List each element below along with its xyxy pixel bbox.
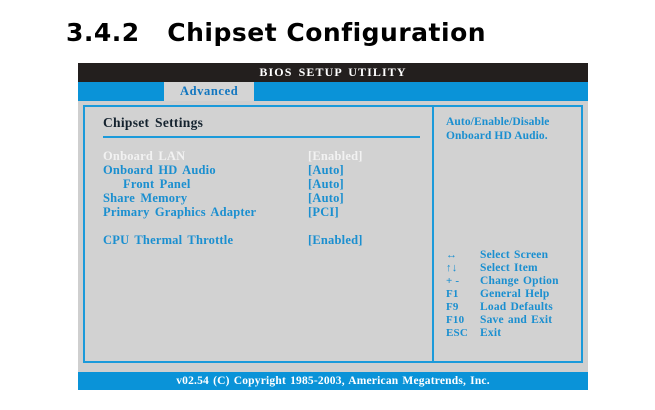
key-legend-label: Select Screen (480, 249, 549, 261)
key-legend-label: Select Item (480, 262, 538, 274)
f1-key-icon: F1 (446, 288, 459, 300)
setting-row-front-panel[interactable]: Front Panel [Auto] (103, 177, 432, 191)
bios-tab-bar: Advanced (78, 82, 588, 101)
tab-advanced[interactable]: Advanced (164, 82, 255, 101)
setting-value[interactable]: [Auto] (308, 163, 344, 177)
key-legend-row: ↑↓ Select Item (446, 262, 559, 275)
key-legend-label: General Help (480, 288, 550, 300)
bios-panel-frame: Chipset Settings Onboard LAN [Enabled] O… (83, 105, 583, 363)
setting-row-onboard-hd-audio[interactable]: Onboard HD Audio [Auto] (103, 163, 432, 177)
setting-value[interactable]: [Auto] (308, 177, 344, 191)
setting-row-primary-graphics-adapter[interactable]: Primary Graphics Adapter [PCI] (103, 205, 432, 219)
key-legend-row: F10 Save and Exit (446, 314, 559, 327)
f9-key-icon: F9 (446, 301, 459, 313)
key-legend: ↔ Select Screen ↑↓ Select Item + - Chang… (446, 249, 559, 340)
help-text: Auto/Enable/Disable Onboard HD Audio. (446, 116, 550, 142)
key-legend-row: F9 Load Defaults (446, 301, 559, 314)
key-legend-label: Change Option (480, 275, 559, 287)
setting-value[interactable]: [Enabled] (308, 149, 363, 163)
setting-label: Share Memory (103, 191, 188, 205)
settings-list: Onboard LAN [Enabled] Onboard HD Audio [… (103, 149, 432, 247)
setting-row-cpu-thermal-throttle[interactable]: CPU Thermal Throttle [Enabled] (103, 233, 432, 247)
bios-footer-text: v02.54 (C) Copyright 1985-2003, American… (176, 375, 490, 387)
bios-body: Chipset Settings Onboard LAN [Enabled] O… (78, 101, 588, 367)
bios-setup-window: BIOS SETUP UTILITY Advanced Chipset Sett… (78, 63, 588, 390)
esc-key-icon: ESC (446, 327, 468, 339)
tab-advanced-label: Advanced (180, 84, 239, 98)
plus-minus-icon: + - (446, 275, 460, 287)
up-down-arrow-icon: ↑↓ (446, 262, 458, 274)
setting-label: Front Panel (123, 177, 191, 191)
setting-label: Onboard LAN (103, 149, 186, 163)
setting-value[interactable]: [Enabled] (308, 233, 363, 247)
key-legend-label: Save and Exit (480, 314, 553, 326)
setting-row-share-memory[interactable]: Share Memory [Auto] (103, 191, 432, 205)
key-legend-row: ESC Exit (446, 327, 559, 340)
bios-title-bar: BIOS SETUP UTILITY (78, 63, 588, 82)
f10-key-icon: F10 (446, 314, 465, 326)
help-pane: Auto/Enable/Disable Onboard HD Audio. ↔ … (434, 107, 581, 361)
settings-pane: Chipset Settings Onboard LAN [Enabled] O… (85, 107, 432, 361)
key-legend-row: + - Change Option (446, 275, 559, 288)
key-legend-row: F1 General Help (446, 288, 559, 301)
settings-section-title: Chipset Settings (103, 115, 204, 130)
setting-value[interactable]: [PCI] (308, 205, 339, 219)
key-legend-row: ↔ Select Screen (446, 249, 559, 262)
setting-label: Primary Graphics Adapter (103, 205, 257, 219)
page-title: 3.4.2 Chipset Configuration (66, 18, 487, 47)
tab-bar-spacer (78, 82, 164, 101)
key-legend-label: Exit (480, 327, 502, 339)
setting-label: CPU Thermal Throttle (103, 233, 234, 247)
key-legend-label: Load Defaults (480, 301, 553, 313)
panel-divider (432, 107, 434, 361)
settings-title-divider (103, 136, 420, 138)
setting-row-onboard-lan[interactable]: Onboard LAN [Enabled] (103, 149, 432, 163)
setting-label: Onboard HD Audio (103, 163, 216, 177)
bios-title-text: BIOS SETUP UTILITY (259, 65, 407, 79)
bios-footer-bar: v02.54 (C) Copyright 1985-2003, American… (78, 372, 588, 390)
setting-value[interactable]: [Auto] (308, 191, 344, 205)
left-right-arrow-icon: ↔ (446, 249, 458, 261)
